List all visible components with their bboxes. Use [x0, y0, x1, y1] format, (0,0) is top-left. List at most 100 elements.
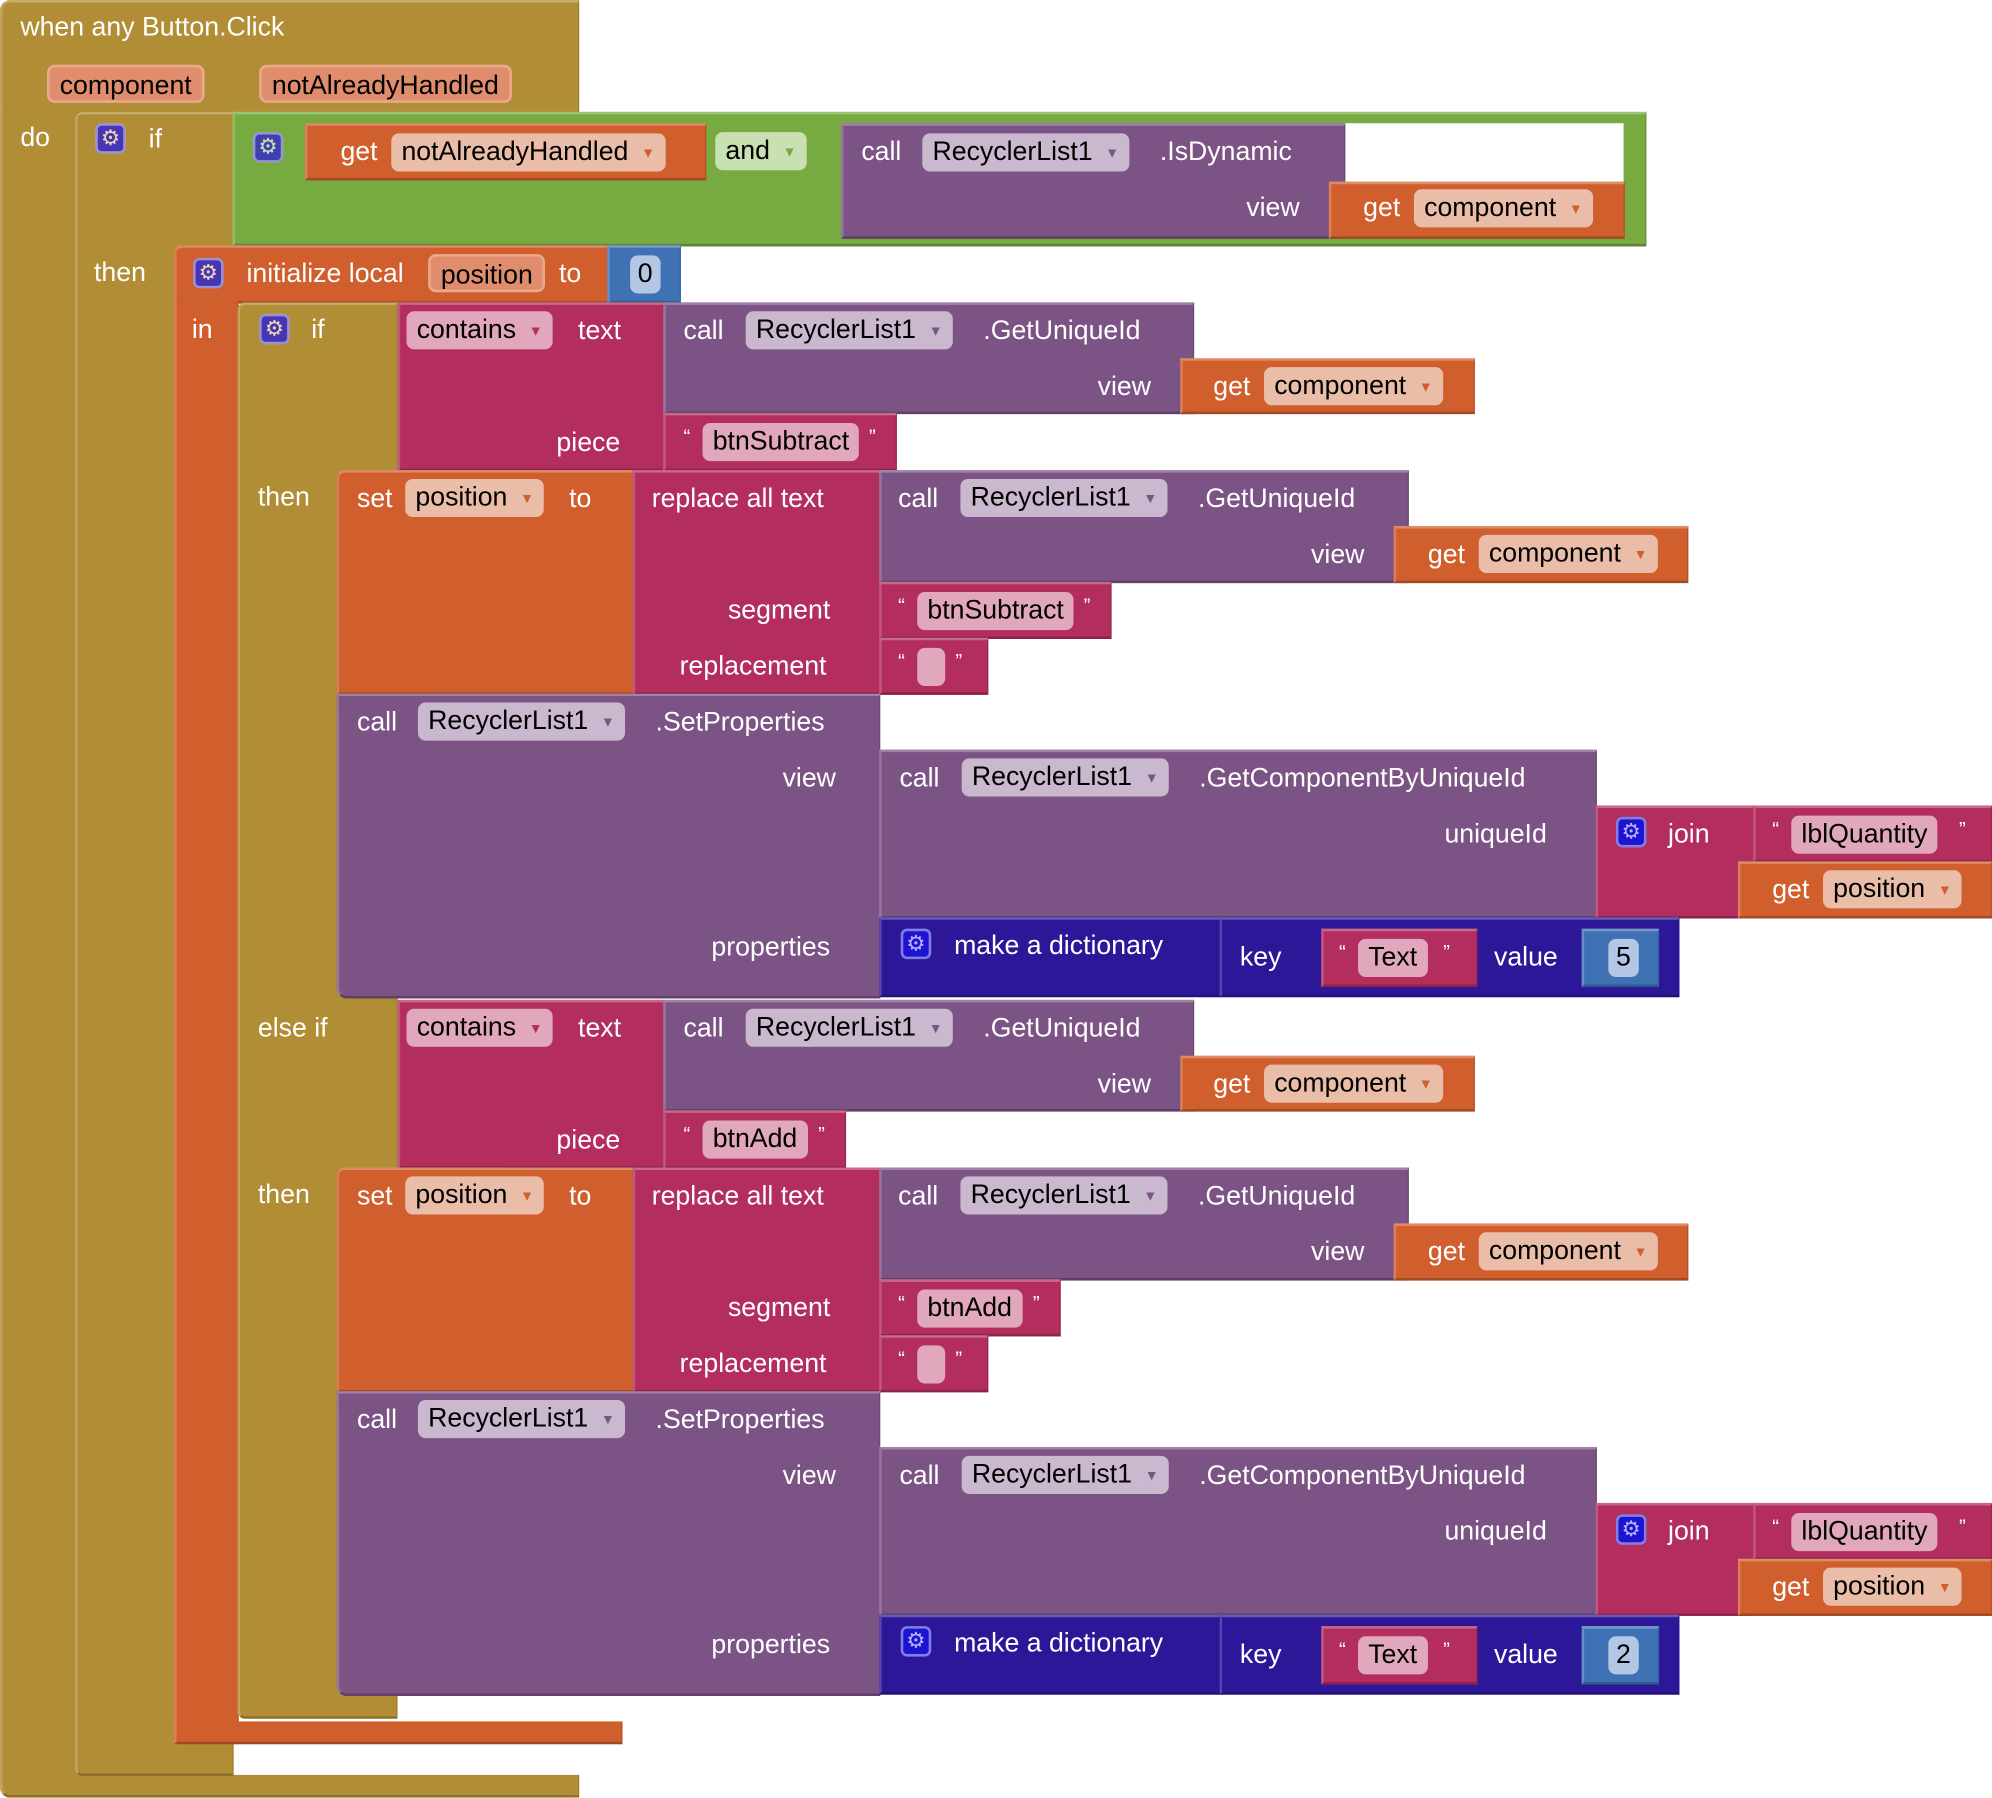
key-text-field[interactable]: Text	[1358, 1636, 1428, 1675]
replace-all-block[interactable]	[632, 1167, 881, 1393]
component-dropdown[interactable]: RecyclerList1▼	[417, 702, 625, 741]
component-dropdown[interactable]: RecyclerList1▼	[922, 133, 1130, 172]
var-name: position	[415, 482, 508, 512]
gear-icon[interactable]: ⚙	[259, 313, 290, 345]
gear-icon[interactable]: ⚙	[1615, 1514, 1647, 1545]
component-dropdown[interactable]: RecyclerList1▼	[417, 1399, 625, 1439]
component-dropdown[interactable]: RecyclerList1 ▼	[745, 311, 953, 350]
var-dropdown-position[interactable]: position▼	[1823, 1567, 1962, 1606]
properties-label: properties	[711, 932, 831, 962]
to-label: to	[569, 484, 592, 514]
triangle-down-icon: ▼	[520, 1189, 534, 1205]
method-name: .GetComponentByUniqueId	[1199, 1460, 1526, 1491]
component-dropdown[interactable]: RecyclerList1▼	[960, 478, 1168, 518]
event-block-spine	[0, 111, 79, 1798]
gear-icon[interactable]: ⚙	[1615, 816, 1647, 848]
gear-icon[interactable]: ⚙	[900, 1626, 932, 1657]
var-dropdown-position[interactable]: position▼	[405, 1176, 545, 1215]
var-dropdown-position[interactable]: position▼	[1823, 870, 1962, 909]
piece-text-field[interactable]: btnSubtract	[702, 423, 860, 462]
set-properties-call-block[interactable]	[336, 1391, 881, 1696]
close-quote-icon: ”	[1443, 1640, 1450, 1662]
method-name: .SetProperties	[655, 1405, 825, 1435]
number-value-field[interactable]: 0	[630, 255, 661, 294]
var-dropdown-position[interactable]: position ▼	[405, 478, 545, 518]
close-quote-icon: ”	[818, 1124, 825, 1146]
triangle-down-icon: ▼	[1937, 1580, 1952, 1596]
triangle-down-icon: ▼	[1633, 1244, 1648, 1261]
call-label: call	[356, 1405, 398, 1435]
var-dropdown-component[interactable]: component▼	[1478, 1232, 1658, 1271]
triangle-down-icon: ▼	[1144, 1468, 1159, 1484]
call-label: call	[898, 484, 939, 514]
then-label: then	[257, 482, 310, 512]
piece-text-field[interactable]: btnAdd	[702, 1120, 808, 1159]
open-quote-icon: “	[683, 426, 691, 449]
triangle-down-icon: ▼	[1937, 882, 1952, 899]
make-dictionary-block[interactable]	[879, 917, 1221, 998]
contains-op-dropdown[interactable]: contains▼	[406, 1008, 553, 1047]
piece-label: piece	[556, 428, 621, 458]
replacement-label: replacement	[679, 651, 827, 681]
close-quote-icon: ”	[955, 651, 963, 674]
set-properties-call-block[interactable]	[336, 693, 881, 999]
join-text-field[interactable]: lblQuantity	[1791, 1513, 1938, 1552]
replacement-text-field[interactable]	[917, 647, 946, 687]
call-label: call	[861, 137, 902, 167]
close-quote-icon: ”	[1958, 1516, 1966, 1539]
close-quote-icon: ”	[1443, 942, 1450, 965]
method-name: .SetProperties	[655, 707, 825, 737]
var-dropdown-component[interactable]: component▼	[1264, 367, 1443, 406]
component-dropdown[interactable]: RecyclerList1▼	[961, 758, 1169, 797]
var-name: notAlreadyHandled	[401, 137, 629, 167]
component-dropdown[interactable]: RecyclerList1▼	[961, 1455, 1169, 1494]
var-dropdown-component[interactable]: component▼	[1478, 534, 1658, 573]
gear-icon[interactable]: ⚙	[900, 928, 932, 960]
method-name: .GetUniqueId	[1197, 1181, 1356, 1211]
segment-text-field[interactable]: btnSubtract	[917, 592, 1075, 631]
and-operator-dropdown[interactable]: and▼	[715, 132, 807, 171]
key-label: key	[1239, 942, 1282, 972]
triangle-down-icon: ▼	[520, 491, 534, 507]
join-text-field[interactable]: lblQuantity	[1791, 815, 1938, 854]
gear-icon[interactable]: ⚙	[95, 123, 126, 154]
open-quote-icon: “	[1339, 1640, 1346, 1662]
unique-id-label: uniqueId	[1444, 1516, 1547, 1547]
var-dropdown-component[interactable]: component▼	[1413, 189, 1593, 228]
make-dictionary-block[interactable]	[879, 1614, 1221, 1695]
number-block[interactable]	[607, 245, 681, 304]
param-component[interactable]: component	[47, 64, 205, 103]
component-name: RecyclerList1	[755, 315, 917, 345]
number-value-field[interactable]: 5	[1608, 938, 1639, 977]
component-dropdown[interactable]: RecyclerList1▼	[960, 1176, 1168, 1215]
value-label: value	[1493, 1640, 1558, 1670]
local-var-name-field[interactable]: position	[428, 254, 546, 293]
key-text-block[interactable]	[1321, 1626, 1478, 1685]
gear-icon[interactable]: ⚙	[193, 257, 224, 289]
method-name: .GetUniqueId	[983, 316, 1141, 346]
segment-label: segment	[727, 595, 831, 626]
key-text-field[interactable]: Text	[1358, 938, 1428, 977]
var-dropdown-not-already-handled[interactable]: notAlreadyHandled▼	[391, 133, 666, 172]
var-name: component	[1274, 1068, 1407, 1098]
triangle-down-icon: ▼	[600, 715, 615, 731]
get-label: get	[1427, 539, 1466, 570]
get-label: get	[1772, 875, 1810, 905]
event-block-footer	[0, 1774, 580, 1798]
replace-all-block[interactable]	[632, 470, 881, 695]
param-not-already-handled[interactable]: notAlreadyHandled	[259, 64, 512, 103]
view-label: view	[1246, 193, 1300, 223]
gear-icon[interactable]: ⚙	[252, 132, 284, 163]
event-title: when any Button.Click	[20, 12, 285, 42]
triangle-down-icon: ▼	[928, 323, 943, 340]
var-dropdown-component[interactable]: component▼	[1264, 1064, 1443, 1103]
replacement-text-field[interactable]	[917, 1345, 946, 1384]
segment-text-field[interactable]: btnAdd	[917, 1289, 1023, 1328]
contains-op-dropdown[interactable]: contains▼	[406, 311, 553, 350]
initialize-local-block[interactable]	[174, 245, 623, 304]
var-name: component	[1488, 538, 1621, 568]
contains-op: contains	[416, 315, 517, 345]
component-dropdown[interactable]: RecyclerList1▼	[745, 1008, 953, 1047]
number-value-field[interactable]: 2	[1608, 1636, 1639, 1675]
